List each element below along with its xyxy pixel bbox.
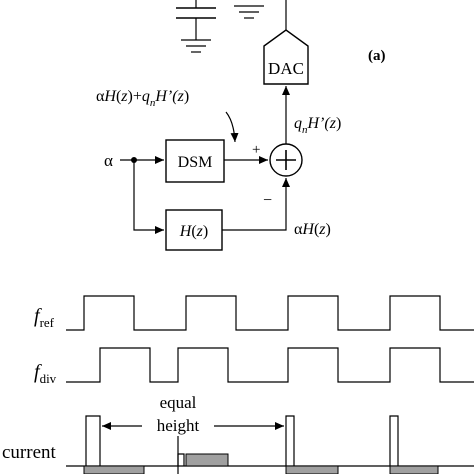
current-label: current [2,442,57,463]
qn-label: qnH’(z) [294,115,341,136]
adder-symbol [269,143,303,177]
input-alpha-label: α [104,151,113,170]
fdiv-waveform [66,347,474,383]
filter-label: H(z) [179,223,208,240]
adder-plus-sign: + [252,142,260,158]
fref-label: fref [34,305,55,330]
filter-block [165,209,223,251]
dsm-label: DSM [178,154,213,171]
ground-symbol [234,5,264,19]
filter-to-adder-wire [222,178,290,231]
filter-output-label: αH(z) [294,221,331,238]
equal-annotation: equal [160,393,197,412]
height-annotation: height [157,416,200,435]
dac-block [263,29,309,85]
figure-label: (a) [368,48,386,64]
capacitor-symbol [176,0,216,53]
dsm-output-label: αH(z)+qnH’(z) [96,88,189,109]
dsm-label-pointer [225,111,239,143]
fref-waveform [66,295,474,331]
current-waveform [66,415,474,474]
adder-minus-sign: − [263,192,272,209]
dsm-block [165,139,225,183]
fdiv-label: fdiv [34,361,57,386]
dac-label: DAC [268,59,304,78]
input-to-filter-wire [133,160,164,234]
